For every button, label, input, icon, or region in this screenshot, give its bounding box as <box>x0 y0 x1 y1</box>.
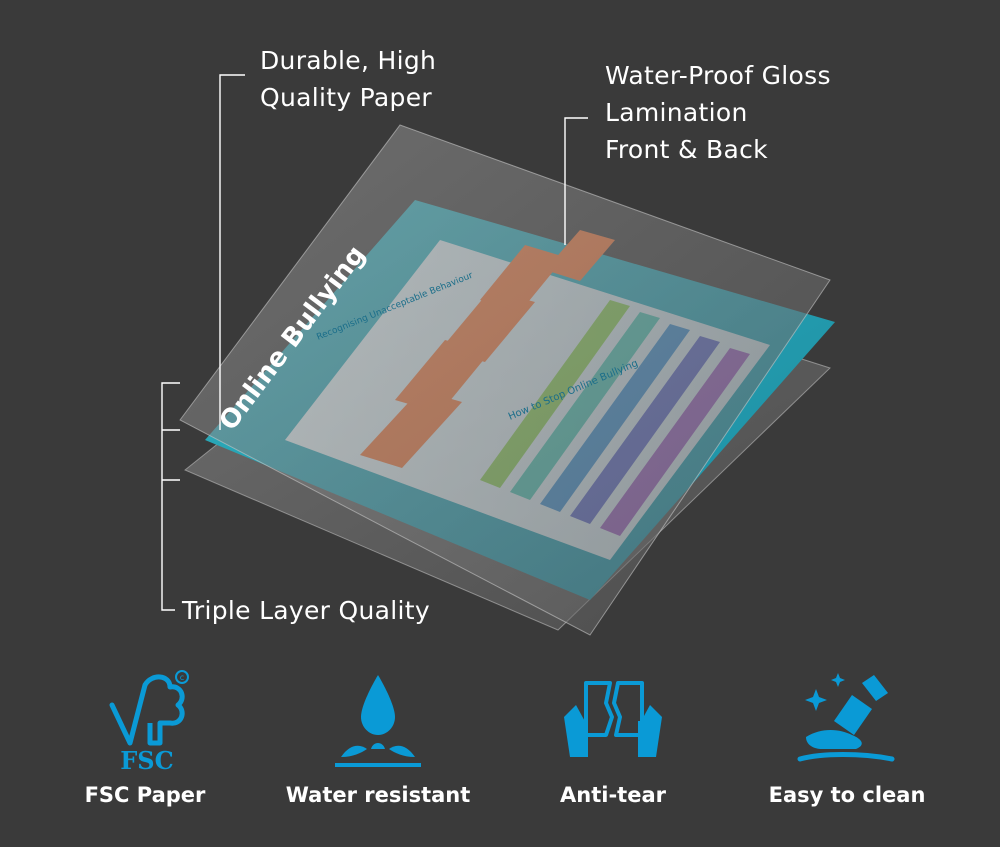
fsc-badge: FSC <box>120 746 173 775</box>
feature-easy-to-clean: Easy to clean <box>737 665 957 807</box>
callout-durable-paper: Durable, High Quality Paper <box>260 46 437 112</box>
feature-water-resistant: Water resistant <box>268 665 488 807</box>
cleaning-spray-hand-icon <box>797 673 895 762</box>
layered-poster-illustration: Online Bullying Recognising Unacceptable… <box>161 74 835 636</box>
water-drop-icon <box>335 675 421 767</box>
feature-label: Water resistant <box>285 783 471 807</box>
feature-label: Easy to clean <box>768 783 926 807</box>
callout-triple-layer: Triple Layer Quality <box>182 596 430 625</box>
feature-label: Anti-tear <box>560 783 666 807</box>
fsc-tree-icon: c FSC <box>109 670 189 775</box>
torn-paper-hands-icon <box>564 681 662 757</box>
feature-label: FSC Paper <box>84 783 206 807</box>
svg-text:c: c <box>180 673 184 682</box>
feature-anti-tear: Anti-tear <box>503 665 723 807</box>
features-row: c FSC FSC Paper Water resistant <box>0 665 1000 835</box>
top-gloss-lamination-layer <box>179 124 831 636</box>
callout-lines <box>161 74 588 611</box>
callout-gloss-lamination: Water-Proof Gloss Lamination Front & Bac… <box>605 61 831 164</box>
feature-fsc-paper: c FSC FSC Paper <box>35 665 255 807</box>
